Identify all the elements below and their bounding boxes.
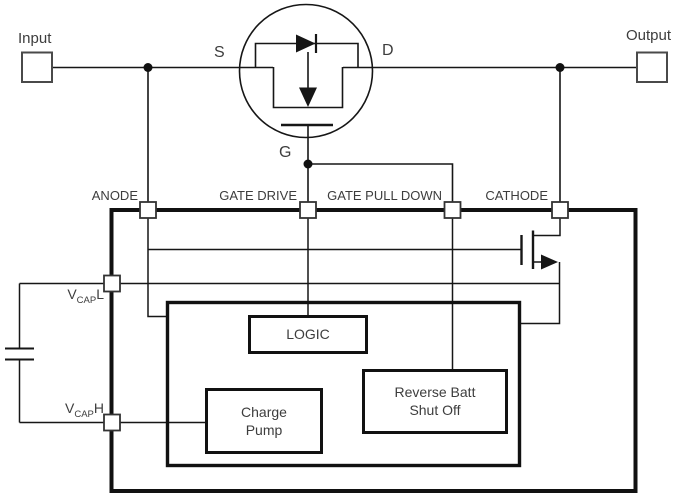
charge-pump-line1: Charge — [241, 403, 287, 420]
mosfet-down-arrow-icon — [299, 87, 317, 107]
reverse-batt-line2: Shut Off — [409, 402, 461, 418]
ic-pin-squares — [103, 201, 569, 432]
mosfet-circle — [238, 3, 374, 139]
ic-outline-box — [109, 208, 638, 493]
vcapl-subscript: CAP — [76, 294, 97, 306]
junction-dots — [143, 63, 565, 169]
logic-block-label: LOGIC — [248, 315, 368, 353]
capacitor-icon — [5, 347, 34, 361]
body-diode-icon — [296, 34, 316, 53]
power-path-wires — [52, 66, 637, 202]
gate-pull-down-pin — [443, 201, 462, 219]
anode-pin-label: ANODE — [91, 188, 138, 203]
cathode-internal-wire — [533, 218, 561, 237]
gate-pull-down-pin-label: GATE PULL DOWN — [327, 188, 442, 203]
control-block-box — [165, 300, 522, 468]
vcapl-pin — [103, 274, 121, 293]
anode-pin — [139, 201, 157, 219]
mosfet-channel-wire — [272, 67, 344, 109]
input-label: Input — [18, 30, 52, 47]
charge-pump-line2: Pump — [245, 422, 283, 438]
vcaph-pin — [103, 413, 121, 432]
vcaph-base: V — [64, 400, 75, 416]
gate-drive-pin-label: GATE DRIVE — [219, 188, 297, 203]
anode-internal-wire — [147, 218, 166, 318]
vcapl-base: V — [67, 286, 77, 302]
input-junction-dot — [143, 63, 153, 72]
input-terminal — [21, 51, 53, 83]
reverse-batt-box — [362, 369, 508, 434]
reverse-batt-block-label: Reverse Batt Shut Off — [362, 369, 508, 433]
vcaph-subscript: CAP — [74, 408, 94, 420]
vcapl-suffix: L — [96, 286, 104, 302]
charge-pump-box — [205, 388, 323, 454]
external-mosfet-symbol — [238, 3, 374, 202]
internal-source-return-wire — [521, 262, 561, 325]
logic-block-text: LOGIC — [286, 326, 330, 342]
mosfet-source-label: S — [214, 44, 225, 61]
gate-to-pulldown-wire — [308, 163, 454, 202]
reverse-batt-line1: Reverse Batt — [394, 383, 476, 400]
mosfet-gate-label: G — [279, 144, 292, 161]
vcapl-pin-label: VCAPL — [56, 286, 104, 305]
output-terminal — [636, 51, 668, 83]
gate-junction-dot — [303, 159, 313, 169]
logic-box — [248, 315, 368, 354]
internal-mosfet-arrow-icon — [541, 254, 558, 270]
output-label: Output — [626, 27, 672, 44]
gate-drive-pin — [299, 201, 317, 219]
vcaph-pin-label: VCAPH — [56, 400, 104, 419]
cathode-pin — [551, 201, 569, 219]
vcaph-suffix: H — [93, 400, 104, 416]
charge-pump-block-label: Charge Pump — [205, 388, 323, 454]
internal-mosfet-symbol — [520, 230, 558, 270]
output-junction-dot — [555, 63, 565, 72]
cathode-pin-label: CATHODE — [485, 188, 548, 203]
mosfet-drain-label: D — [382, 42, 394, 59]
